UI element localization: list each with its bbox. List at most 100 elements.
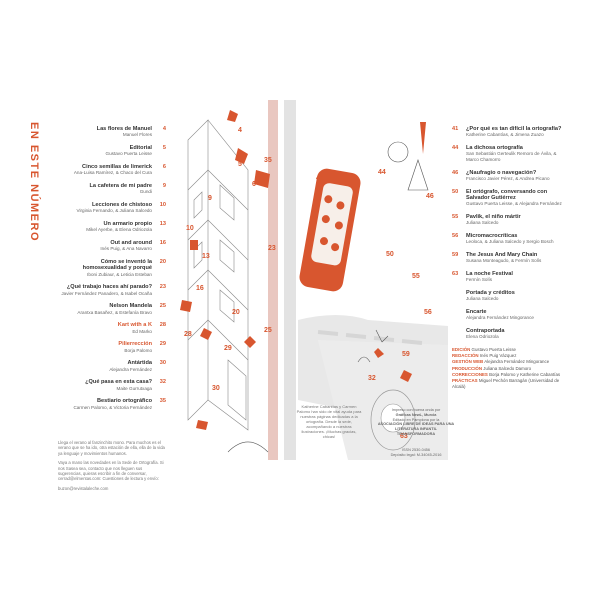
toc-title: Micromacrocríticas: [466, 233, 518, 239]
credit-line: EDICIÓN Gustavo Puerta Leisse: [452, 347, 562, 353]
toc-page-number: 29: [159, 341, 166, 348]
toc-entry[interactable]: 50 El ortógrafo, conversando con Salvador…: [452, 189, 562, 207]
credit-line: PRODUCCIÓN Juliana Salcedo Damoro: [452, 366, 562, 372]
toc-entry[interactable]: 46 ¿Naufragio o navegación?Francisco Javi…: [452, 170, 562, 182]
issn-line: Depósito legal: M-34045-2016: [390, 452, 442, 457]
toc-author: Borja Palomo: [124, 347, 152, 353]
toc-title: Portada y créditos: [466, 290, 515, 296]
page-number-label: 10: [186, 225, 194, 232]
credit-role: EDICIÓN: [452, 347, 471, 352]
toc-page-number: 46: [452, 169, 459, 176]
credit-name: Inés Puig Vázquez: [479, 353, 517, 359]
printer-line: Editado en Pamplona por la: [392, 417, 440, 422]
page-number-label: 16: [196, 285, 204, 292]
toc-author: Arantxa Basañez, & Estefanía Bravo: [77, 309, 152, 315]
toc-entry[interactable]: 32¿Qué pasa en esta casa?Maite Gurrutxag…: [58, 379, 166, 391]
toc-title: ¿Naufragio o navegación?: [466, 169, 537, 176]
toc-page-number: 4: [162, 126, 166, 132]
toc-author: Katherine Cabantías, & Jimena Zuazo: [466, 132, 544, 138]
toc-author: Elena Odriozola: [466, 334, 499, 340]
toc-author: Francisco Javier Pérez, & Andrea Picano: [466, 176, 550, 181]
page-number-label: 32: [368, 375, 376, 382]
toc-title: La cafetera de mi padre: [89, 183, 153, 189]
issn-line: ISSN 2530-0456: [401, 448, 431, 452]
toc-title: Lecciones de chistoso: [92, 202, 152, 208]
printer-line: Gráficas NewL, Murcia: [395, 412, 437, 417]
page-number-label: 50: [386, 251, 394, 258]
page-number-label: 9: [208, 195, 212, 202]
toc-author: Inés Puig, & Ana Navarro: [100, 246, 152, 252]
toc-page-number: 13: [159, 221, 166, 227]
toc-page-number: 23: [159, 284, 166, 291]
credit-role: PRÁCTICAS: [452, 378, 478, 384]
intro-note: Llega el verano al fanzinchito mono. Par…: [58, 440, 166, 495]
page-number-label: 28: [184, 331, 192, 338]
toc-title: Editorial: [129, 145, 152, 151]
toc-author: Manuel Flores: [122, 132, 152, 138]
toc-title: Bestiario ortográfico: [96, 398, 152, 405]
toc-page-number: 55: [452, 214, 459, 220]
page-number-label: 13: [202, 253, 210, 260]
toc-author: Iboni Zubiaur, & Leticia Esteban: [87, 271, 152, 277]
page-number-label: 5: [238, 161, 242, 168]
toc-author: Juliana Salcedo: [466, 220, 499, 226]
toc-page-number: 10: [159, 202, 166, 208]
toc-entry[interactable]: 41¿Por qué es tan difícil la ortografía?…: [452, 126, 562, 138]
credit-name: Miguel Pechón Barragán (Universidad de A…: [452, 378, 560, 390]
printer-line: LITERATURA INFANTIL TRANSFORMADORA: [395, 427, 437, 436]
toc-page-number: 44: [452, 145, 459, 151]
toc-entry[interactable]: 23¿Qué trabajo haces ahí parado?Javier F…: [58, 284, 166, 296]
toc-author: Gustavo Puerta Leisse, & Alejandra Ferná…: [466, 201, 562, 207]
toc-title: Cinco semillas de limerick: [82, 164, 152, 170]
toc-title: Contraportada: [466, 328, 505, 334]
page-number-label: 46: [426, 193, 434, 200]
toc-page-number: 9: [162, 183, 166, 189]
toc-author: Gustavo Puerta Leisse: [105, 151, 152, 157]
toc-author: Leoloca, & Juliana Salcedo y Sergio Bosc…: [466, 239, 554, 245]
toc-author: Gundi: [139, 189, 152, 195]
printer-line: ASOCIACIÓN LIBRE DE IDEAS PARA UNA: [377, 422, 455, 427]
contents-heading-text: EN ESTE NÚMERO: [28, 122, 40, 243]
toc-page-number: 50: [452, 188, 459, 195]
toc-page-number: 25: [159, 303, 166, 310]
toc-title: Cómo se inventó la homosexualidad y porq…: [82, 259, 152, 272]
toc-author: Virginia Fernando, & Juliana Salcedo: [76, 208, 152, 214]
page-number-label: 55: [412, 273, 420, 280]
toc-page-number: 32: [159, 379, 166, 386]
toc-title: El ortógrafo, conversando con Salvador G…: [466, 188, 548, 201]
toc-title: Kart with a K: [117, 322, 152, 329]
credit-role: CORRECCIONES: [452, 371, 488, 377]
toc-author: Ed Marko: [132, 328, 152, 334]
intro-paragraph: Llega el verano al fanzinchito mono. Par…: [58, 440, 165, 456]
toc-author: Alejandra Fernández Mingorance: [466, 315, 534, 321]
printer-line: Impreso con buena onda por: [391, 408, 441, 412]
credit-line: PRÁCTICAS Miguel Pechón Barragán (Univer…: [452, 378, 562, 390]
toc-author: Fermín Solís: [466, 277, 493, 283]
toc-page-number: 16: [159, 240, 166, 246]
toc-title: Las flores de Manuel: [96, 126, 152, 132]
